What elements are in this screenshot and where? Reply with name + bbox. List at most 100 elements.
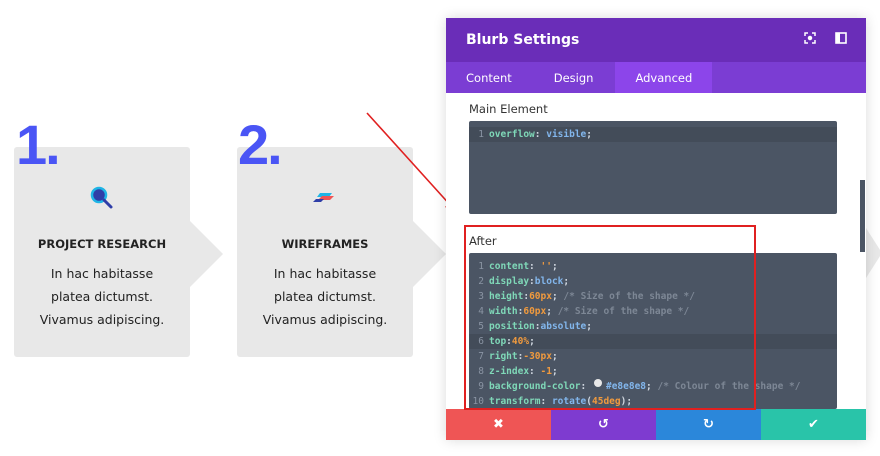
code-token: : — [540, 396, 552, 407]
code-line: 1 content: ''; — [469, 259, 837, 274]
action-buttons: ✖↺↻✔ — [446, 409, 866, 440]
code-token: position — [489, 321, 535, 332]
layers-icon — [237, 185, 413, 211]
save-button[interactable]: ✔ — [761, 409, 866, 440]
code-token: -1 — [540, 366, 552, 377]
code-token: ; — [563, 276, 570, 287]
code-token: block — [534, 276, 564, 287]
panel-header: Blurb Settings — [446, 18, 866, 62]
blurb-settings-panel: Blurb Settings Content Design Advanced M… — [446, 18, 866, 440]
cancel-button[interactable]: ✖ — [446, 409, 551, 440]
tab-content[interactable]: Content — [466, 70, 512, 85]
line-number: 6 — [478, 336, 484, 347]
code-token: ( — [586, 396, 592, 407]
scrollbar[interactable] — [860, 180, 865, 252]
code-token: height — [489, 291, 524, 302]
code-token: ; — [529, 336, 535, 347]
code-token: : — [534, 321, 541, 332]
code-token: transform — [489, 396, 541, 407]
tab-advanced[interactable]: Advanced — [615, 62, 713, 93]
line-number: 7 — [478, 351, 484, 362]
undo-button[interactable]: ↺ — [551, 409, 656, 440]
code-token: : — [580, 381, 592, 392]
code-token: 45deg — [592, 396, 621, 407]
line-number: 8 — [478, 366, 484, 377]
color-swatch-icon — [593, 379, 602, 387]
code-token: ; — [646, 381, 658, 392]
tab-design[interactable]: Design — [553, 70, 594, 85]
code-token: ; — [551, 291, 564, 302]
card-title: PROJECT RESEARCH — [37, 237, 167, 251]
card-3-arrow — [866, 228, 880, 278]
code-token: width — [489, 306, 518, 317]
code-token: : — [529, 276, 535, 287]
code-token: : — [506, 336, 512, 347]
code-token: ; — [551, 351, 558, 362]
code-token: '' — [540, 261, 552, 272]
line-number: 10 — [472, 396, 484, 407]
line-number: 9 — [478, 381, 484, 392]
code-token: ; — [586, 129, 592, 140]
code-line: 5 position:absolute; — [469, 319, 837, 334]
code-token: ; — [546, 306, 558, 317]
code-token: : — [534, 129, 547, 140]
line-number: 5 — [478, 321, 484, 332]
code-token: visible — [546, 129, 587, 140]
code-token: absolute — [540, 321, 587, 332]
line-number: 1 — [478, 129, 484, 140]
code-token: : — [523, 291, 530, 302]
code-token: rotate — [551, 396, 587, 407]
step-number: 1. — [16, 113, 61, 176]
code-token: ); — [620, 396, 633, 407]
step-number: 2. — [238, 113, 283, 176]
card-title: WIREFRAMES — [281, 237, 369, 251]
code-token: display — [489, 276, 530, 287]
code-token: : — [529, 366, 541, 377]
code-token: ; — [551, 261, 558, 272]
sidebar-toggle-icon[interactable] — [835, 32, 849, 46]
highlight-box — [464, 225, 756, 410]
code-token: content — [489, 261, 530, 272]
code-line: 2 display:block; — [469, 274, 837, 289]
line-number: 1 — [478, 261, 484, 272]
code-token: /* Size of the shape */ — [563, 291, 695, 302]
magnifier-icon — [14, 185, 190, 211]
code-token: /* Colour of the shape */ — [657, 381, 801, 392]
code-token: 40% — [511, 336, 530, 347]
code-line: 1 overflow: visible; — [469, 127, 837, 142]
fullscreen-icon[interactable] — [804, 32, 818, 46]
code-token: top — [489, 336, 507, 347]
card-arrow — [413, 221, 446, 287]
code-token: ; — [551, 366, 558, 377]
code-line: 3 height:60px; /* Size of the shape */ — [469, 289, 837, 304]
after-label: After — [469, 234, 497, 248]
code-token: ; — [586, 321, 592, 332]
panel-title: Blurb Settings — [466, 32, 580, 48]
card-arrow — [190, 221, 223, 287]
code-token: -30px — [523, 351, 552, 362]
code-token: : — [517, 306, 524, 317]
code-token: right — [489, 351, 518, 362]
code-token: 60px — [529, 291, 552, 302]
code-line: 6 top:40%; — [469, 334, 837, 349]
line-number: 2 — [478, 276, 484, 287]
tab-bar: Content Design Advanced — [446, 62, 866, 93]
main-element-code-editor[interactable]: 1 overflow: visible; — [469, 121, 837, 214]
line-number: 3 — [478, 291, 484, 302]
code-token: #e8e8e8 — [605, 381, 647, 392]
redo-button[interactable]: ↻ — [656, 409, 761, 440]
line-number: 4 — [478, 306, 484, 317]
code-token: : — [529, 261, 541, 272]
code-token: overflow — [489, 129, 535, 140]
code-token: /* Size of the shape */ — [557, 306, 690, 317]
main-element-label: Main Element — [469, 102, 548, 116]
